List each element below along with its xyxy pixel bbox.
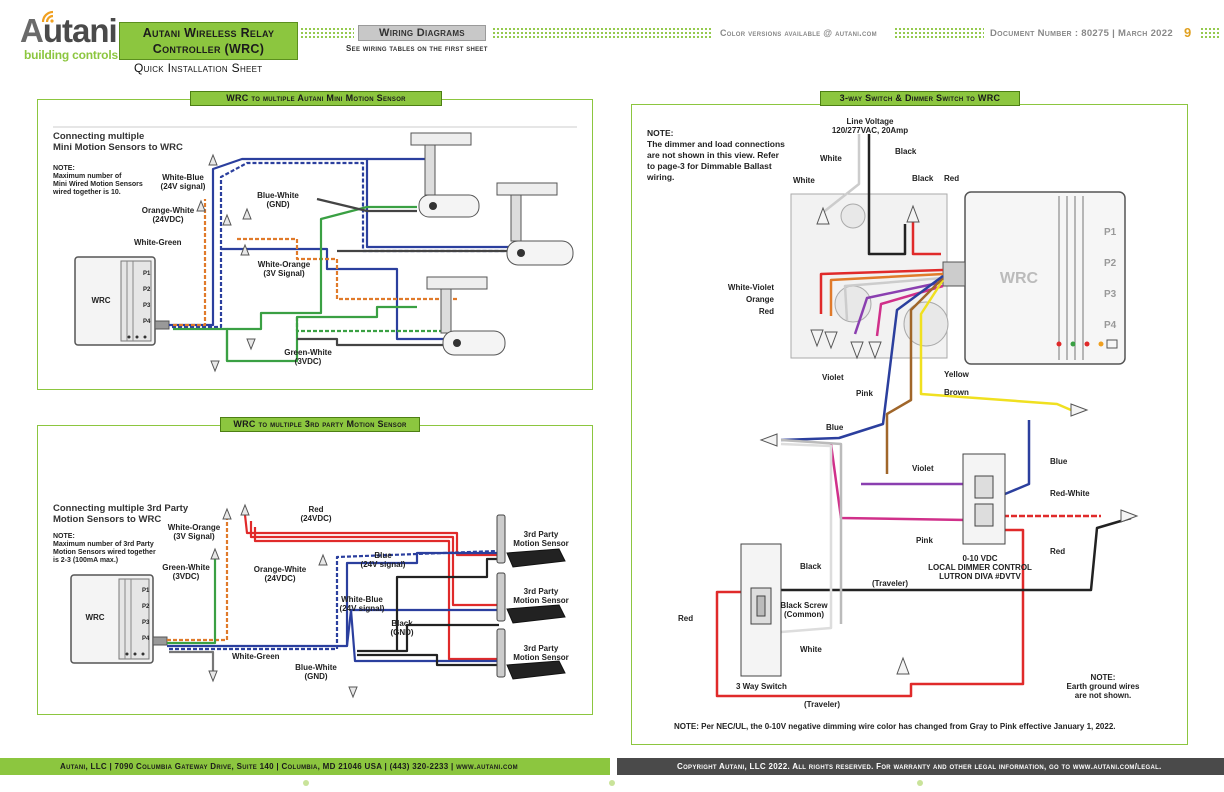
logo-tagline: building controls [24,48,118,62]
header-divider [894,27,984,39]
wrc-device [942,191,1126,365]
wire-label: Blue-White(GND) [295,663,337,681]
panel-title: WRC to multiple 3rd party Motion Sensor [220,417,420,432]
third-party-sensor [496,514,566,568]
page-number: 9 [1184,25,1192,40]
dimmer-switch [962,453,1006,545]
wire-label: Brown [944,388,969,397]
wire-label: Pink [916,536,933,545]
document-title: Autani Wireless Relay Controller (WRC) [119,22,298,60]
port-labels: P1 P2 P3 P4 [142,588,150,642]
section-label: Wiring Diagrams [358,25,486,41]
wire-label: Black Screw(Common) [780,601,828,619]
wire-label: Red [944,174,960,183]
port-labels: P1 P2 P3 P4 [1104,227,1117,331]
footer-dot [917,780,923,786]
wire-label: Red-White [1050,489,1090,498]
wrc-device [70,574,168,664]
panel-title: 3-way Switch & Dimmer Switch to WRC [820,91,1020,106]
wrc-device [74,256,170,346]
footer-dot [303,780,309,786]
wire-label: Red(24VDC) [300,505,332,523]
wire-label: Black [895,147,917,156]
port-labels: P1 P2 P3 P4 [143,271,151,325]
wire-label: Yellow [944,370,969,379]
wire-label: White [793,176,815,185]
footer-copyright: Copyright Autani, LLC 2022. All rights r… [617,758,1224,775]
mini-motion-sensor [410,132,480,218]
wire-label: Orange [745,295,774,304]
panel-heading: Connecting multiple Mini Motion Sensors … [53,131,183,153]
wire-label: Black(GND) [390,619,414,637]
wire-label: Blue-White(GND) [257,191,299,209]
header-divider [1200,27,1220,39]
section-sublabel: See wiring tables on the first sheet [346,44,488,53]
wire-label: Pink [856,389,873,398]
footer-contact: Autani, LLC | 7090 Columbia Gateway Driv… [0,758,610,775]
wire-label: White-Violet [727,283,774,292]
wire-label: White [800,645,822,654]
header-divider [492,27,712,39]
wire-label: Black [800,562,822,571]
document-subtitle: Quick Installation Sheet [134,61,263,75]
mini-motion-sensor [426,276,506,356]
wire-label: White [820,154,842,163]
mini-motion-sensor [496,182,574,266]
panel-note: NOTE: The dimmer and load connections ar… [647,128,785,182]
wire-label: Orange-White(24VDC) [141,206,195,224]
header-divider [300,27,354,39]
wire-label: Green-White(3VDC) [162,563,210,581]
wiring-diagram-3way [715,134,1139,698]
wire-tips [196,153,256,373]
device-label: WRC [85,613,105,622]
third-party-sensor [496,628,566,680]
bottom-note: NOTE: Per NEC/UL, the 0-10V negative dim… [674,722,1116,731]
document-number: Document Number : 80275 | March 2022 [990,28,1173,39]
wire-label: Blue(24V signal) [360,551,406,569]
wire-tips [208,503,358,699]
wire-label: Orange-White(24VDC) [253,565,307,583]
wiring-diagram-mini [53,126,577,373]
wiring-diagram-third-party [70,503,566,699]
device-label: WRC [91,296,111,305]
panel-title: WRC to multiple Autani Mini Motion Senso… [190,91,442,106]
device-label: WRC [999,270,1039,287]
wire-label: Violet [822,373,844,382]
wire-label: White-Green [134,238,182,247]
three-way-switch [740,543,782,677]
wire-label: Violet [912,464,934,473]
wire-label: Blue [826,423,844,432]
wire-label: (Traveler) [804,700,841,709]
wire-label: Red [758,307,774,316]
footer-dot [609,780,615,786]
panel-note: NOTE: Maximum number of 3rd Party Motion… [53,533,156,564]
wire-label: White-Blue(24V signal) [339,595,385,613]
wifi-icon [41,10,54,23]
wire-label: Blue [1050,457,1068,466]
wire-label: Green-White(3VDC) [284,348,332,366]
switch-label: 3 Way Switch [736,682,787,691]
wire-label: White-Blue(24V signal) [160,173,206,191]
autani-logo [18,8,118,68]
logo-wordmark: Autani [20,12,118,49]
wire-label: Red [1050,547,1066,556]
third-party-sensor [496,572,566,624]
wire-label: Black [912,174,934,183]
panel-heading: Connecting multiple 3rd Party Motion Sen… [53,503,189,525]
color-note: Color versions available @ autani.com [720,28,877,38]
wire-label: White-Orange(3V Signal) [167,523,221,541]
wire-label: (Traveler) [872,579,909,588]
wire-tips [759,204,1139,675]
wire-label: White-Green [232,652,280,661]
wire-label: White-Orange(3V Signal) [257,260,311,278]
panel-note: NOTE: Maximum number of Mini Wired Motio… [53,165,143,196]
wire-label: Red [678,614,694,623]
